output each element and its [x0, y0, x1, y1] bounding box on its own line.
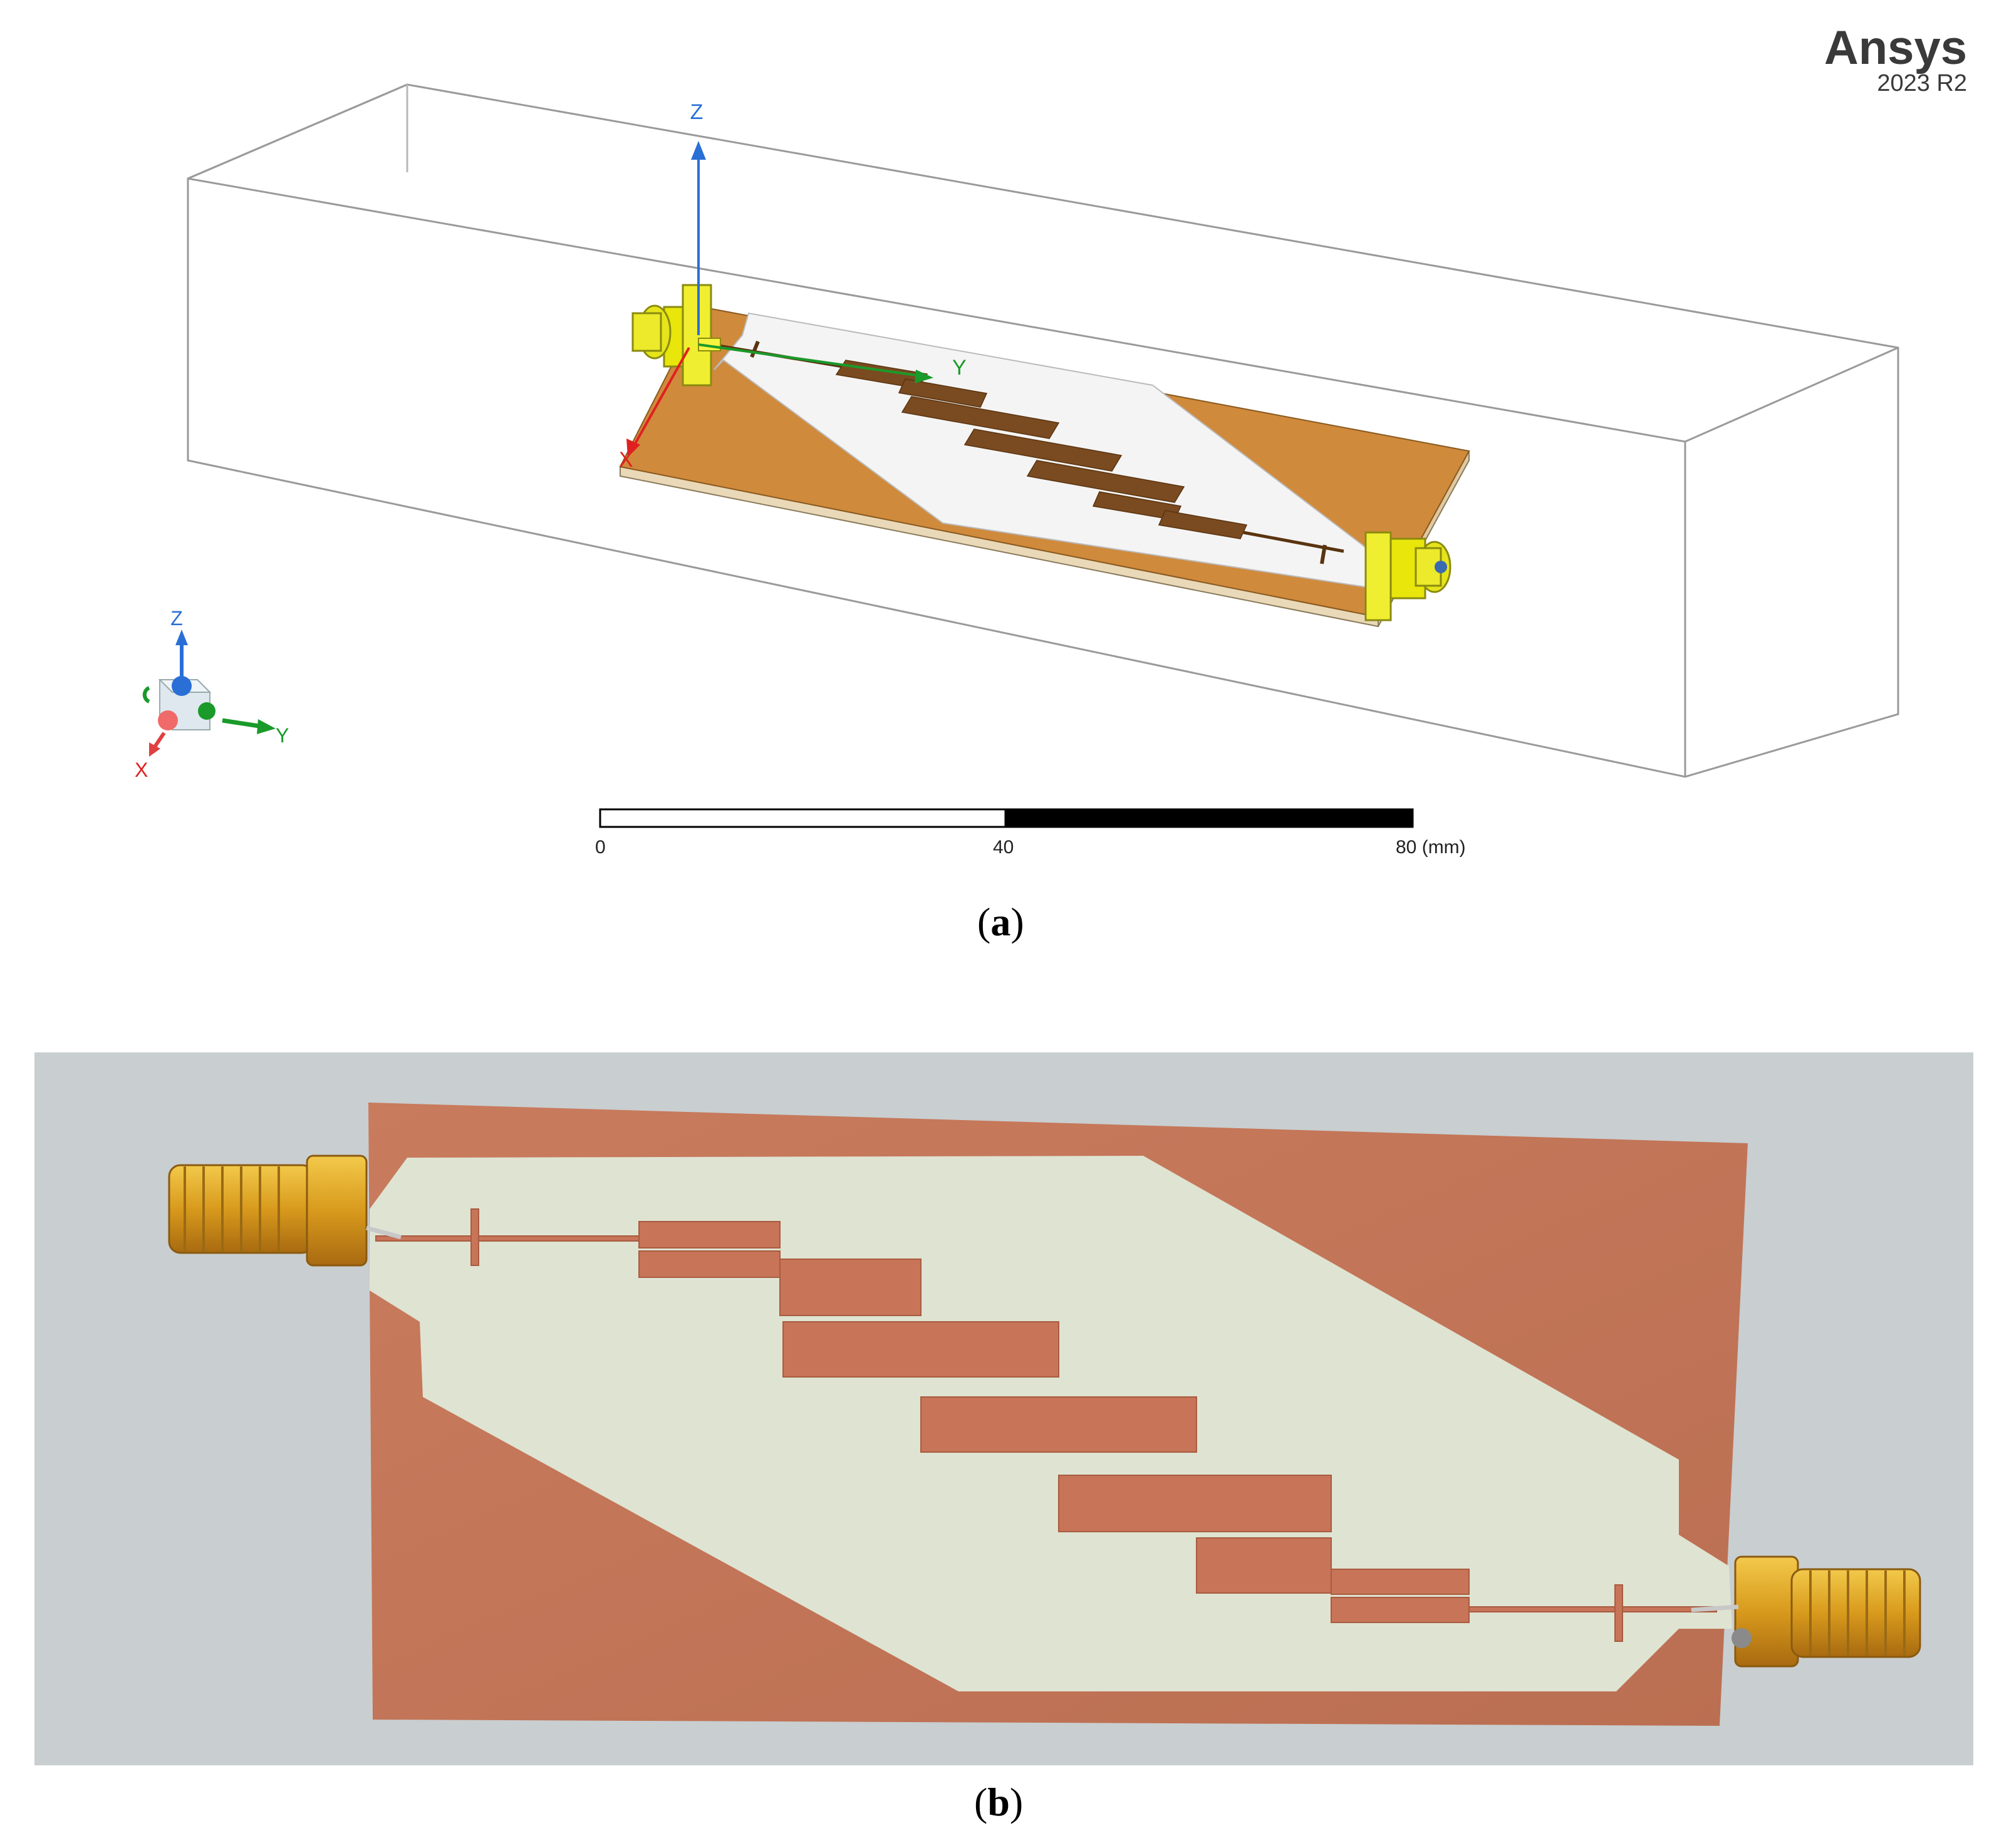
triad-label-y: Y	[276, 724, 289, 747]
caption-b-close: )	[1009, 1780, 1024, 1824]
caption-a-open: (	[977, 900, 991, 944]
photo-right-sma-connector	[1691, 1555, 1921, 1668]
triad-label-x: X	[135, 759, 148, 781]
photo-left-sma-connector	[168, 1155, 402, 1267]
right-sma-connector	[1364, 531, 1451, 621]
orientation-triad-icon	[142, 630, 276, 757]
triad-label-z: Z	[170, 607, 183, 630]
panel-a-simulation-model: Z Y X Z Y X Ansys 2023 R2 0	[135, 21, 1967, 858]
axis-label-y: Y	[952, 356, 967, 380]
scale-bar-label-0: 0	[595, 837, 606, 858]
caption-b: (b)	[974, 1779, 1023, 1825]
caption-a: (a)	[977, 899, 1024, 945]
left-sma-connector	[631, 284, 721, 387]
caption-b-open: (	[974, 1780, 988, 1824]
air-box-wireframe	[187, 83, 1899, 778]
ansys-version-text: 2023 R2	[1877, 70, 1967, 96]
caption-a-close: )	[1010, 900, 1024, 944]
axis-label-z: Z	[690, 100, 703, 124]
scale-bar	[599, 808, 1414, 828]
panel-b-fabricated-photo	[34, 1052, 1973, 1765]
axis-label-x: X	[619, 448, 633, 472]
photo-coupled-line-strips	[375, 1208, 1717, 1642]
caption-b-letter: b	[987, 1780, 1010, 1824]
ansys-logo-text: Ansys	[1824, 21, 1967, 75]
scale-bar-label-40: 40	[993, 837, 1014, 858]
scale-bar-label-80: 80 (mm)	[1396, 837, 1466, 858]
caption-a-letter: a	[990, 900, 1011, 944]
main-axes	[626, 141, 933, 457]
